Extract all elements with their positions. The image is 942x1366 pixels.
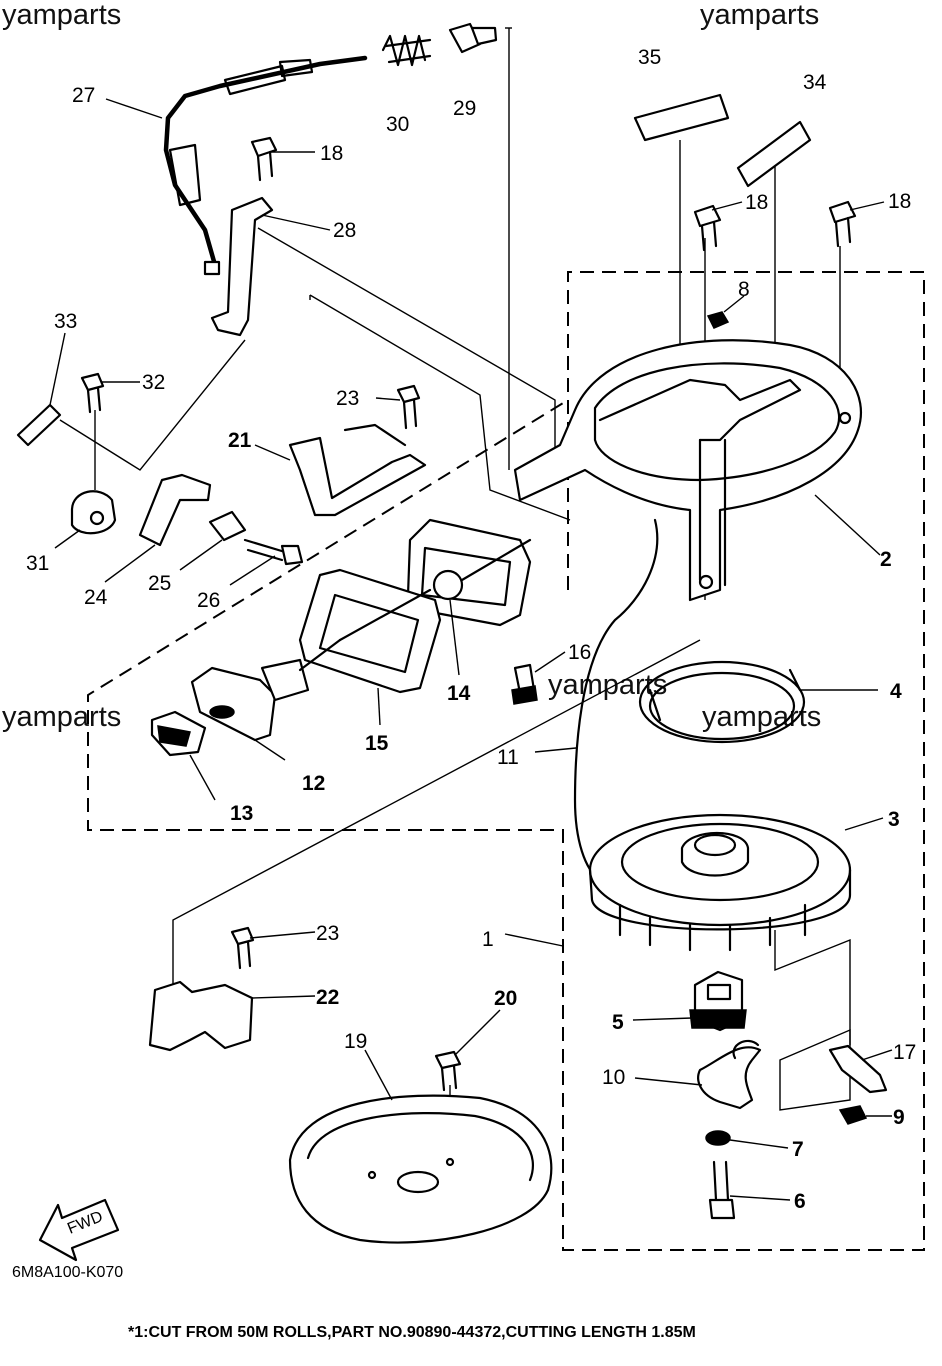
- bolt-18b: [693, 204, 722, 252]
- bolt-20: [434, 1050, 462, 1092]
- callout-10: 10: [602, 1066, 625, 1089]
- watermark: yamparts: [702, 701, 821, 733]
- screw-32: [80, 372, 105, 414]
- spiral-spring-4: [638, 660, 806, 744]
- callout-16: 16: [568, 641, 591, 664]
- callout-33: 33: [54, 310, 77, 333]
- clip-9: [838, 1105, 868, 1125]
- callout-8: 8: [738, 278, 750, 301]
- washer-7: [705, 1130, 731, 1146]
- decal-35: [633, 93, 730, 142]
- bolt-6: [708, 1160, 736, 1220]
- callout-30: 30: [386, 113, 409, 136]
- choke-cable-27: [163, 55, 368, 276]
- starter-rope-11: [573, 518, 659, 882]
- callout-12: 12: [302, 772, 325, 795]
- callout-11: 11: [497, 746, 519, 769]
- watermark: yamparts: [548, 669, 667, 701]
- callout-20: 20: [494, 987, 517, 1010]
- callout-1: 1: [482, 928, 494, 951]
- callout-14: 14: [447, 682, 471, 705]
- bolt-18c: [828, 200, 857, 248]
- watermark: yamparts: [700, 0, 819, 31]
- callout-18: 18: [745, 191, 768, 214]
- callout-15: 15: [365, 732, 389, 755]
- bracket-22: [148, 980, 254, 1052]
- callout-leaders: [49, 98, 893, 1201]
- callout-21: 21: [228, 429, 252, 452]
- handle-insert-13: [150, 710, 207, 757]
- callout-18: 18: [320, 142, 343, 165]
- handle-guide-14: [406, 518, 532, 627]
- pawl-10: [697, 1039, 762, 1110]
- callout-2: 2: [880, 548, 892, 571]
- bracket-28: [210, 196, 274, 337]
- bracket-21: [288, 436, 427, 517]
- sheave-drum-3: [588, 813, 852, 952]
- footnote: *1:CUT FROM 50M ROLLS,PART NO.90890-4437…: [128, 1324, 696, 1341]
- callout-27: 27: [72, 84, 95, 107]
- spring-30: [381, 34, 432, 67]
- callout-25: 25: [148, 572, 171, 595]
- callout-29: 29: [453, 97, 476, 120]
- callout-18: 18: [888, 190, 911, 213]
- bushing-5: [689, 970, 747, 1032]
- callout-26: 26: [197, 589, 220, 612]
- group-boundary-upper: [87, 271, 925, 1251]
- callout-32: 32: [142, 371, 165, 394]
- callouts: 35 34 27 30 29 18 18 18 28 8 33 32 23 21…: [26, 46, 916, 1213]
- callout-5: 5: [612, 1011, 624, 1034]
- screw-23a: [396, 384, 421, 430]
- callout-23: 23: [336, 387, 359, 410]
- callout-13: 13: [230, 802, 253, 825]
- callout-28: 28: [333, 219, 356, 242]
- screw-23b: [230, 926, 255, 970]
- lever-24: [138, 473, 212, 547]
- callout-35: 35: [638, 46, 661, 69]
- callout-17: 17: [893, 1041, 916, 1064]
- bolt-18a: [250, 136, 278, 182]
- diagram-code: 6M8A100-K070: [12, 1264, 123, 1281]
- grommet-15: [298, 568, 442, 694]
- plunger-29: [448, 22, 498, 54]
- link-33: [16, 403, 62, 447]
- watermark: yamparts: [2, 0, 121, 31]
- sleeve-25: [208, 510, 247, 542]
- watermark: yamparts: [2, 701, 121, 733]
- callout-34: 34: [803, 71, 827, 94]
- starter-handle-12: [190, 638, 342, 742]
- callout-4: 4: [890, 680, 902, 703]
- callout-9: 9: [893, 1106, 905, 1129]
- plate-17: [828, 1044, 888, 1094]
- bolt-26: [243, 538, 304, 566]
- screw-16: [511, 663, 538, 705]
- decal-34: [736, 120, 812, 188]
- callout-7: 7: [792, 1138, 804, 1161]
- callout-6: 6: [794, 1190, 806, 1213]
- callout-24: 24: [84, 586, 108, 609]
- starter-housing-2: [513, 339, 863, 602]
- callout-23: 23: [316, 922, 339, 945]
- nut-8: [706, 311, 730, 329]
- callout-22: 22: [316, 986, 339, 1009]
- callout-3: 3: [888, 808, 900, 831]
- fwd-arrow-icon: FWD: [38, 1198, 120, 1262]
- plate-19: [288, 1094, 553, 1244]
- callout-31: 31: [26, 552, 49, 575]
- callout-19: 19: [344, 1030, 367, 1053]
